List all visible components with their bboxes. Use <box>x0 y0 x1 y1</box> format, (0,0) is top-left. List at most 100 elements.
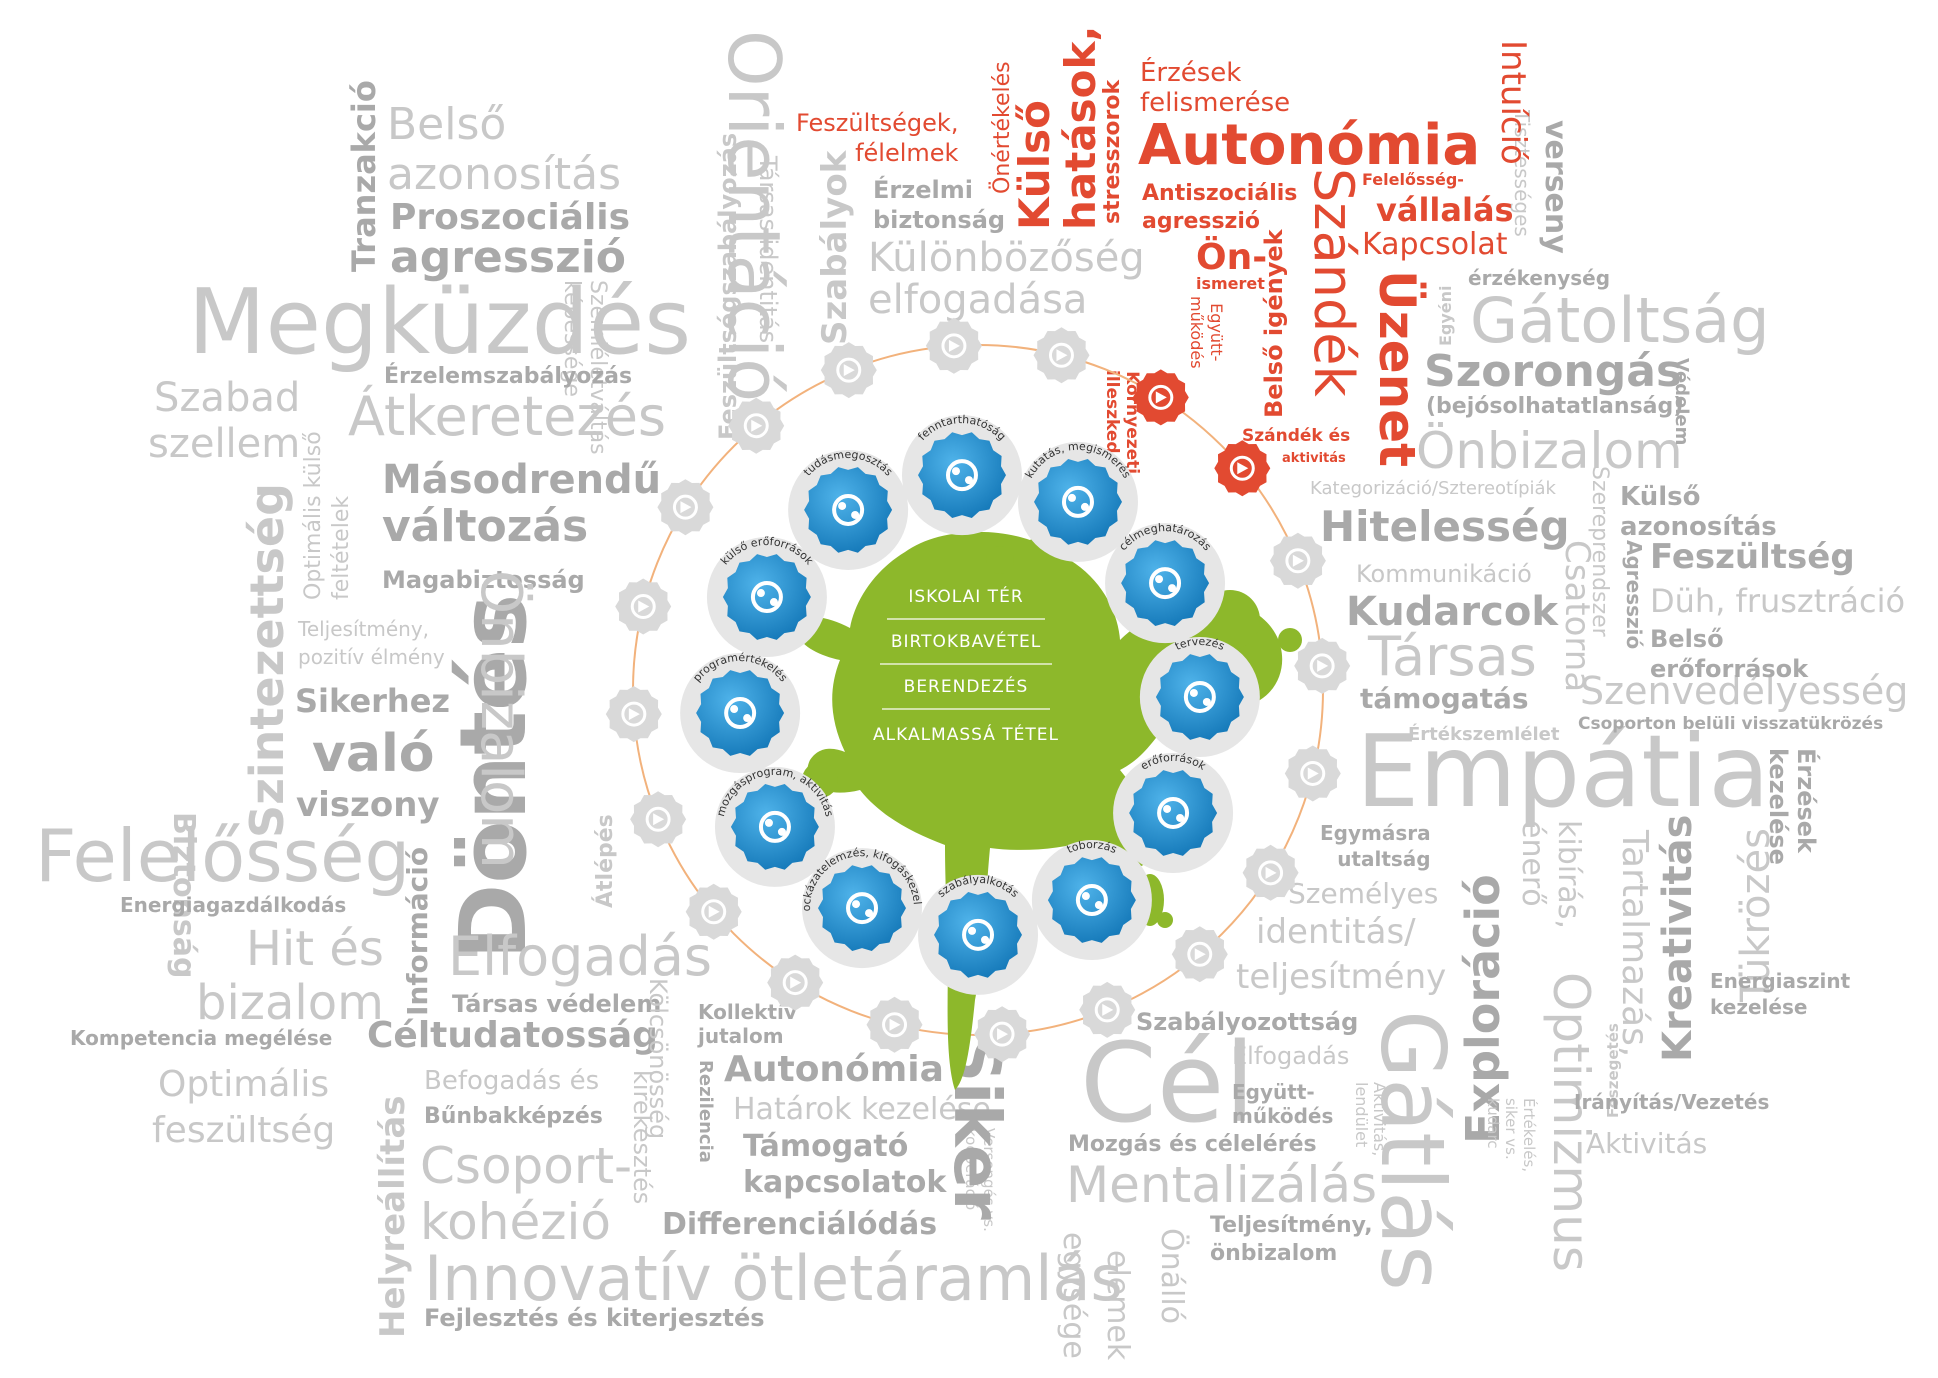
target-icon <box>1149 567 1182 600</box>
word-hatarok: Határok kezelése <box>733 1092 991 1127</box>
word-szorongas: Szorongás <box>1424 346 1683 397</box>
word-cel: Cél <box>1080 1019 1256 1147</box>
battery-icon <box>1171 926 1228 983</box>
mind-icon <box>657 479 714 536</box>
triangle-network-icon <box>750 581 783 614</box>
badge-ring: kutatás, megismeréscélmeghatározástervez… <box>0 0 1260 995</box>
word-energiagazdalkodas: Energiagazdálkodás <box>120 893 347 917</box>
word-kommunikacio: Kommunikáció <box>1356 560 1532 588</box>
word-erzesek-felismerese: Érzések felismerése <box>1140 58 1291 118</box>
word-valtozas: változás <box>382 501 589 552</box>
runner-icon <box>615 578 672 635</box>
word-kulonbozoseg: Különbözőség <box>868 235 1145 281</box>
spiral-icon <box>1269 532 1326 589</box>
word-hitelesseg: Hitelesség <box>1320 502 1570 551</box>
dots-circle-icon <box>925 317 982 374</box>
word-gatoltsag: Gátoltság <box>1470 284 1770 357</box>
word-kapcsolatok: kapcsolatok <box>743 1165 947 1200</box>
movement-icon <box>758 810 791 843</box>
word-hit-es-bizalom: Hit és bizalom <box>196 921 384 1031</box>
arrow-circle-icon <box>1132 369 1189 426</box>
center-label-birtokbavetel: BIRTOKBAVÉTEL <box>891 630 1041 652</box>
word-masodrendu: Másodrendű <box>382 457 662 503</box>
badge-hand-resources: erőforrások <box>1113 751 1234 873</box>
hand-network-icon <box>962 918 995 951</box>
center-label-alkalmassa-tetel: ALKALMASSÁ TÉTEL <box>873 723 1059 745</box>
word-autonomia-red: Autonómia <box>1138 113 1481 178</box>
hand-resources-icon <box>1157 796 1190 829</box>
badge-recycle: fenntarthatóság <box>901 413 1022 536</box>
word-atkeretezes: Átkeretezés <box>348 385 667 448</box>
word-kategorizacio: Kategorizáció/Sztereotípiák <box>1310 478 1556 499</box>
center-label-berendezes: BERENDEZÉS <box>904 675 1029 697</box>
word-kollektiv: Kollektív jutalom <box>698 1000 797 1048</box>
word-teljesitmeny-pozitiv: Teljesítmény, pozitív élmény <box>298 617 445 669</box>
word-kudarcok: Kudarcok <box>1346 589 1558 635</box>
word-viszony: viszony <box>296 785 440 825</box>
word-duh: Düh, frusztráció <box>1650 582 1906 620</box>
word-magabiztossag: Magabiztosság <box>382 566 585 594</box>
word-erzekenyseg: érzékenység <box>1468 266 1611 290</box>
word-innovativ: Innovatív ötletáramlás <box>424 1242 1123 1315</box>
word-kapcsolat: Kapcsolat <box>1362 227 1508 262</box>
barriers-icon <box>846 892 879 925</box>
heart-icon <box>820 342 877 399</box>
mask-icon <box>630 791 687 848</box>
word-mozgas-celeleres: Mozgás és célelérés <box>1068 1132 1317 1157</box>
word-egymasra: Egymásra utaltság <box>1320 821 1431 871</box>
word-csoport-kohezio: Csoport- kohézió <box>420 1137 633 1251</box>
hands-icon <box>767 954 824 1011</box>
word-szabad-szellem: Szabad szellem <box>148 375 301 467</box>
faces-icon <box>1242 844 1299 901</box>
word-celtudatossag: Céltudatosság <box>367 1015 658 1056</box>
word-belso-azonositas: Belső azonosítás <box>387 99 622 200</box>
outer-icon-ring <box>605 317 1351 1063</box>
word-empatia: Empátia <box>1356 713 1770 830</box>
word-tamogatas: támogatás <box>1360 682 1529 715</box>
knowledge-share-icon <box>832 493 865 526</box>
badge-dice-hand: tervezés <box>1139 635 1260 757</box>
word-differencialodas: Differenciálódás <box>662 1207 938 1242</box>
word-tarsas: Társas <box>1368 625 1537 688</box>
word-feszultsegek: Feszültségek, félelmek <box>796 109 959 167</box>
word-szabalyozottsag: Szabályozottság <box>1136 1008 1359 1036</box>
word-bejosolhatatlansag: (bejósolhatatlanság) <box>1426 394 1684 419</box>
search-pills-icon <box>1061 485 1094 518</box>
word-elfogadas-small: Elfogadás <box>1232 1042 1350 1070</box>
word-ismeret: ismeret <box>1196 274 1265 293</box>
badge-label: tervezés <box>1173 635 1227 653</box>
badge-knowledge-share: tudásmegosztás <box>788 448 909 570</box>
lamp-icon <box>1033 327 1090 384</box>
person-icon <box>1079 981 1136 1038</box>
group-icon <box>866 996 923 1053</box>
word-ertekszemlelet: Értékszemlélet <box>1408 724 1560 745</box>
word-on: Ön- <box>1196 237 1268 278</box>
word-egyuttmukodes-gray: Együtt- működés <box>1232 1080 1334 1128</box>
balloon-icon <box>1294 637 1351 694</box>
word-tarsas-vedelem: Társas védelem <box>452 990 662 1018</box>
word-teljesitmeny: teljesítmény <box>1236 957 1447 997</box>
word-mentalizalas: Mentalizálás <box>1066 1156 1378 1214</box>
word-aktivitas: Aktivitás <box>1586 1127 1708 1160</box>
word-feszultseg: Feszültség <box>1650 537 1855 577</box>
cards-people-icon <box>1075 884 1108 917</box>
badge-target: célmeghatározás <box>1105 521 1226 644</box>
badge-hand-network: szabályalkotás <box>918 873 1039 995</box>
center-label-iskolai-ter: ISKOLAI TÉR <box>908 585 1023 607</box>
handshake-icon <box>685 883 742 940</box>
atom-icon <box>728 397 785 454</box>
word-elfogadas: Elfogadás <box>448 925 713 988</box>
word-proszocialis: Proszociális <box>390 197 631 238</box>
word-csoporton-belul: Csoporton belüli visszatükrözés <box>1578 714 1884 734</box>
word-sikerhez: Sikerhez <box>295 682 451 720</box>
word-agresszio-gray: agresszió <box>390 232 627 283</box>
word-kompetencia: Kompetencia megélése <box>70 1026 333 1050</box>
badge-label: toborzás <box>1065 838 1119 856</box>
word-megkuzdes: Megküzdés <box>188 270 692 375</box>
word-aktivitas-red: aktivitás <box>1282 451 1346 466</box>
word-antiszocialis: Antiszociális agresszió <box>1142 181 1298 234</box>
word-belso-eroforrasok: Belső erőforrások <box>1650 625 1809 683</box>
word-tamogato: Támogató <box>743 1129 909 1164</box>
